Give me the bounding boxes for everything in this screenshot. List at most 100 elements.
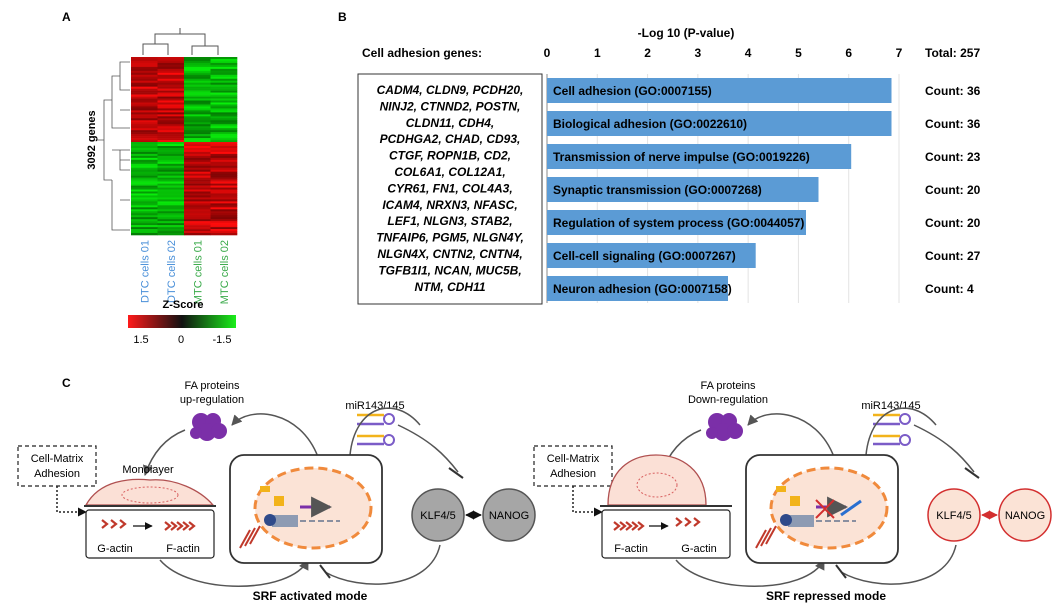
heatmap-cell [210,88,238,91]
heatmap-cell [131,227,158,230]
heatmap-cell [131,142,158,145]
heatmap-cell [157,149,185,153]
heatmap-cell [184,57,211,60]
heatmap-cell [157,151,185,155]
heatmap-cell [210,165,238,169]
heatmap-cell [210,181,238,184]
heatmap-cell [184,126,211,129]
heatmap-cell [131,225,158,228]
heatmap-cell [157,221,185,224]
heatmap-cell [210,114,238,117]
heatmap-cell [157,98,185,101]
heatmap-cell [210,177,238,180]
nanog-node [998,488,1052,542]
heatmap-cell [157,82,185,85]
heatmap-cell [210,116,238,119]
gene-list-line: NLGN4X, CNTN2, CNTN4, [377,247,522,261]
heatmap-cell [184,114,211,117]
heatmap-cell [131,62,158,66]
arrow-nucleus-to-fa [231,413,319,458]
heatmap-cell [131,118,158,121]
heatmap-cell [157,191,185,194]
heatmap-cell [184,130,211,133]
heatmap-cell [210,96,238,99]
column-dendrogram [142,28,219,55]
fa-regulation-label: Down-regulation [688,394,768,406]
bar-category-label: Regulation of system process (GO:0044057… [553,216,804,230]
heatmap-cell [131,136,158,139]
klf45-node [927,488,981,542]
heatmap-cell [131,217,158,220]
mrtf-icon [776,486,786,492]
heatmap-cell [210,60,238,64]
heatmap-cell [131,60,158,64]
heatmap-cell [131,147,158,151]
heatmap-cell [210,217,238,220]
mrtf-icon [260,486,270,492]
heatmap-cell [131,138,158,141]
heatmap-cell [184,151,211,155]
actin-chevron-icon [693,517,701,527]
actin-chevron-icon [631,521,639,531]
bar-count-label: Count: 36 [925,117,981,131]
heatmap-cell [157,169,185,173]
heatmap-cell [131,108,158,111]
gene-list: CADM4, CLDN9, PCDH20,NINJ2, CTNND2, POST… [376,83,524,294]
bar-category-label: Cell adhesion (GO:0007155) [553,84,712,98]
heatmap-cell [184,163,211,167]
heatmap-cell [184,209,211,212]
srf-binding-site-icon [272,515,298,527]
heatmap-cell [210,185,238,188]
heatmap-cell [210,134,238,137]
gene-list-line: PCDHGA2, CHAD, CD93, [380,132,521,146]
heatmap-cell [184,124,211,127]
heatmap-cell [157,122,185,125]
heatmap-cell [157,112,185,115]
heatmap-cell [157,229,185,232]
heatmap-cell [210,199,238,202]
heatmap-cell [184,110,211,113]
heatmap-cell [131,128,158,131]
heatmap-cell [210,86,238,89]
heatmap-cell [131,58,158,62]
heatmap-cell [210,90,238,93]
heatmap-cell [131,86,158,89]
heatmap-cell [184,60,211,64]
heatmap-cell [157,213,185,216]
heatmap-cell [184,217,211,220]
heatmap-cell [184,146,211,149]
heatmap-cell [157,203,185,206]
heatmap-cell [131,132,158,135]
arrow-fa-to-cell [143,429,186,476]
panel-b: B -Log 10 (P-value) Cell adhesion genes:… [338,10,981,305]
heatmap-cell [184,219,211,222]
heatmap-cell [184,177,211,180]
heatmap-cell [210,110,238,113]
heatmap-cell [210,144,238,147]
heatmap-cell [210,151,238,155]
heatmap-cell [157,215,185,218]
heatmap-cell [157,157,185,161]
bar-count-label: Count: 20 [925,183,981,197]
heatmap-cell [184,223,211,226]
heatmap-cell [184,215,211,218]
heatmap-cell [157,165,185,169]
mir-hairpin-icon [383,413,395,425]
heatmap-cell [184,211,211,214]
heatmap-cell [131,82,158,85]
heatmap-cell [184,231,211,234]
heatmap-cell [157,86,185,89]
heatmap-cell [210,215,238,218]
zscore-tick-high: 1.5 [133,334,148,346]
heatmap-cell [184,193,211,196]
heatmap-cell [157,195,185,198]
heatmap-cell [131,100,158,103]
adhesion-arrow [572,486,603,517]
heatmap-cell [157,161,185,165]
heatmap-cell [210,203,238,206]
heatmap-cell [157,163,185,167]
heatmap-cell [184,66,211,70]
